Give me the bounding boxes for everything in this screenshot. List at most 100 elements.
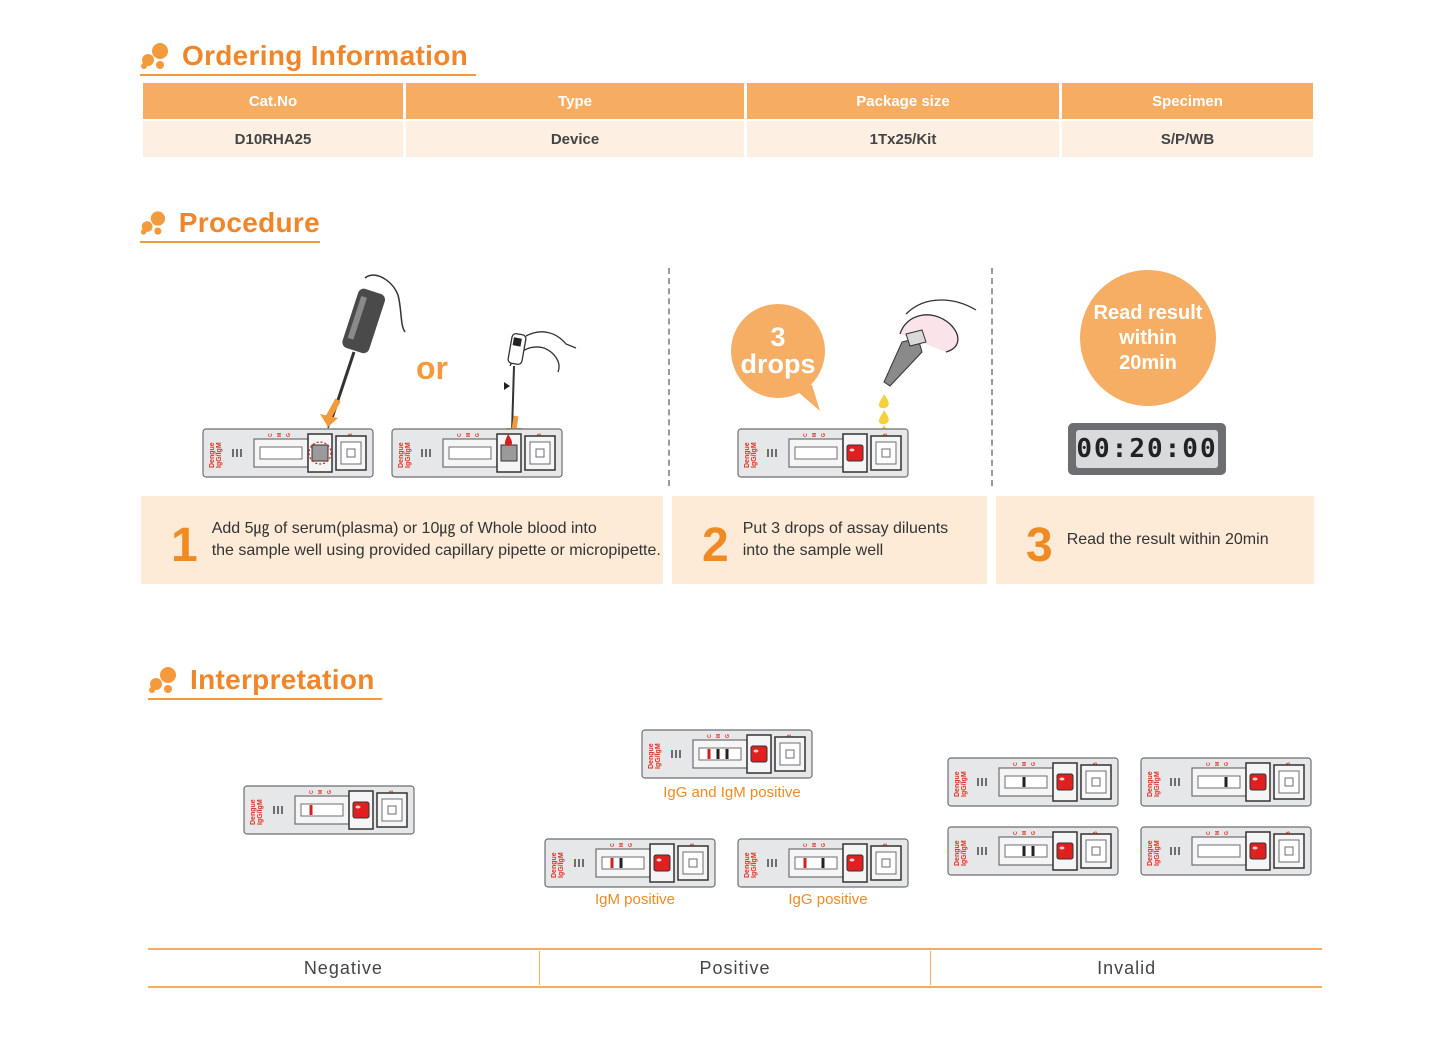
device-mark-label: C [457,433,463,437]
table-row: D10RHA25 Device 1Tx25/Kit S/P/WB [143,119,1313,157]
step-2-text-line1: Put 3 drops of assay diluents [742,520,949,537]
device-mark-label: B [787,734,793,738]
test-line [803,858,807,868]
ordering-title: Ordering Information [182,40,468,71]
test-line [619,858,623,868]
molecule-logo-icon [140,211,166,235]
device-mark-label: C [707,734,713,738]
device-brand-label: Dengue [1147,840,1154,866]
device-mark-label: M [1215,831,1221,835]
device-mark-label: C [309,790,315,794]
step-divider [668,268,670,486]
device-brand-label: Dengue [1147,771,1154,797]
blood-sample-icon [1056,842,1074,860]
category-invalid: Invalid [930,951,1322,985]
step-3-box: 3 Read the result within 20min [996,496,1314,584]
device-mark-label: M [619,843,625,847]
cell-package-size: 1Tx25/Kit [747,119,1059,157]
cell-cat-no: D10RHA25 [143,119,403,157]
device-mark-label: M [1022,831,1028,835]
device-mark-label: B [883,433,889,437]
device-mark-label: G [286,433,292,437]
device-brand-label: Dengue [250,799,257,825]
device-mark-label: C [1013,831,1019,835]
speech-tail-icon [790,385,820,411]
interpretation-title: Interpretation [190,664,375,695]
category-row: Negative Positive Invalid [148,951,1322,985]
test-line [1022,846,1026,856]
blood-sample-icon [846,444,864,462]
device-mark-label: C [1206,762,1212,766]
device-brand-label: Dengue [954,840,961,866]
device-mark-label: C [268,433,274,437]
category-negative: Negative [303,957,383,978]
category-positive: Positive [538,951,931,985]
device-mark-label: B [690,843,696,847]
result-label-igm: IgM positive [594,891,676,908]
device-mark-label: B [1093,762,1099,766]
device-mark-label: M [1022,762,1028,766]
drop-icon [505,434,512,447]
device-mark-label: G [327,790,333,794]
read-result-line3: 20min [1119,351,1177,374]
arrow-down-icon [320,398,341,427]
device-brand-label: Dengue [744,442,751,468]
step-1-text-line2: the sample well using provided capillary… [211,542,661,559]
timer-value: 00:20:00 [1076,430,1218,468]
device-brand-label: Dengue [744,852,751,878]
device-mark-label: B [389,790,395,794]
device-mark-label: G [821,843,827,847]
procedure-title: Procedure [178,207,320,238]
table-header-row: Cat.No Type Package size Specimen [143,83,1313,119]
test-line [1031,846,1035,856]
result-label-igg-igm: IgG and IgM positive [663,784,801,801]
blood-sample-icon [846,854,864,872]
test-line [1224,777,1228,787]
device-mark-label: C [1013,762,1019,766]
test-line [1022,777,1026,787]
capillary-pipette-hand-illustration [504,331,577,433]
test-line [707,749,711,759]
device-brand-label: Dengue [398,442,405,468]
device-brand-label: Dengue [551,852,558,878]
device-brand-label: IgG/IgM [257,799,264,825]
device-brand-label: IgG/IgM [961,771,968,797]
device-mark-label: C [1206,831,1212,835]
step-2-text-line2: into the sample well [742,542,884,559]
blood-sample-icon [1249,842,1267,860]
device-brand-label: IgG/IgM [216,442,223,468]
molecule-logo-icon [149,667,176,693]
device-brand-label: IgG/IgM [751,852,758,878]
category-bottom-rule [148,986,1322,988]
read-result-bubble: Read result within 20min [1080,270,1216,406]
device-mark-label: B [883,843,889,847]
device-mark-label: M [277,433,283,437]
or-label: or [416,350,448,386]
device-brand-label: IgG/IgM [751,442,758,468]
micropipette-hand-illustration [327,274,406,429]
step-2-box: 2 Put 3 drops of assay diluents into the… [672,496,987,584]
device-brand-label: Dengue [954,771,961,797]
test-line [821,858,825,868]
procedure-section-header: Procedure [140,207,320,243]
test-line [309,805,313,815]
test-line [716,749,720,759]
drops-count: 3 [770,322,786,352]
test-line [725,749,729,759]
cell-type: Device [406,119,744,157]
device-brand-label: IgG/IgM [961,840,968,866]
target-well-icon [308,441,332,465]
device-mark-label: B [1286,831,1292,835]
cell-specimen: S/P/WB [1062,119,1313,157]
